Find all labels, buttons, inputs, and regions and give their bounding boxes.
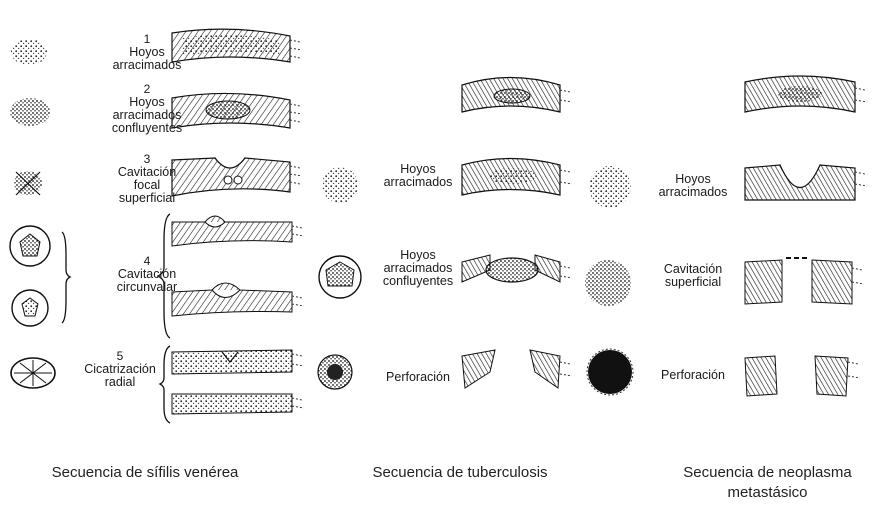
syphilis-stage-2-label: 2 Hoyos arracimados confluyentes — [92, 83, 202, 135]
tuberculosis-caption: Secuencia de tuberculosis — [330, 463, 590, 483]
caption-text: Secuencia de tuberculosis — [330, 463, 590, 483]
caption-text: Secuencia de sífilis venérea — [10, 463, 280, 483]
neo-section-3 — [745, 356, 860, 396]
syphilis-lesion-5 — [11, 358, 55, 388]
syphilis-stage-5-label: 5 Cicatrización radial — [70, 350, 170, 389]
syphilis-section-5b — [172, 394, 304, 414]
syphilis-stage-1-label: 1 Hoyos arracimados — [92, 33, 202, 72]
label-line: arracimados — [92, 59, 202, 72]
neo-lesion-2 — [585, 260, 631, 306]
caption-line: metastásico — [655, 483, 880, 503]
tb-lesion-2 — [319, 256, 361, 298]
neo-lesion-3 — [587, 349, 633, 395]
tb-label-2: Hoyos arracimados confluyentes — [368, 249, 468, 288]
label-line: Perforación — [368, 371, 468, 384]
neo-section-1 — [745, 165, 867, 200]
syphilis-lesion-3 — [14, 171, 42, 195]
tb-section-0 — [462, 78, 572, 113]
label-line: confluyentes — [92, 122, 202, 135]
label-line: radial — [70, 376, 170, 389]
tb-lesion-1 — [322, 167, 358, 203]
label-line: superficial — [638, 276, 748, 289]
neo-label-2: Cavitación superficial — [638, 263, 748, 289]
syphilis-section-5a — [172, 350, 304, 374]
tb-section-2 — [462, 255, 572, 282]
neoplasm-caption: Secuencia de neoplasma metastásico — [655, 463, 880, 503]
syphilis-caption: Secuencia de sífilis venérea — [10, 463, 280, 483]
neo-label-3: Perforación — [638, 369, 748, 382]
label-line: arracimados — [638, 186, 748, 199]
caption-line: Secuencia de neoplasma — [655, 463, 880, 483]
tb-section-3 — [462, 350, 572, 388]
tb-section-1 — [462, 159, 572, 196]
neo-section-2 — [745, 258, 864, 304]
syphilis-section-4a — [172, 216, 304, 246]
syphilis-lesion-4a — [10, 226, 50, 266]
syphilis-stage-3-label: 3 Cavitación focal superficial — [92, 153, 202, 205]
tb-label-3: Perforación — [368, 371, 468, 384]
syphilis-stage-4-label: 4 Cavitación circunvalar — [92, 255, 202, 294]
label-line: superficial — [92, 192, 202, 205]
syphilis-lesion-2 — [10, 98, 50, 126]
label-line: arracimados — [368, 176, 468, 189]
neo-label-1: Hoyos arracimados — [638, 173, 748, 199]
neo-lesion-1 — [589, 166, 631, 208]
label-line: confluyentes — [368, 275, 468, 288]
neo-section-0 — [745, 76, 867, 112]
tb-lesion-3 — [318, 355, 352, 389]
syphilis-bracket-4-left — [62, 232, 70, 323]
label-line: Perforación — [638, 369, 748, 382]
syphilis-lesion-4b — [12, 290, 48, 326]
tb-label-1: Hoyos arracimados — [368, 163, 468, 189]
syphilis-lesion-1 — [11, 39, 47, 65]
label-line: circunvalar — [92, 281, 202, 294]
